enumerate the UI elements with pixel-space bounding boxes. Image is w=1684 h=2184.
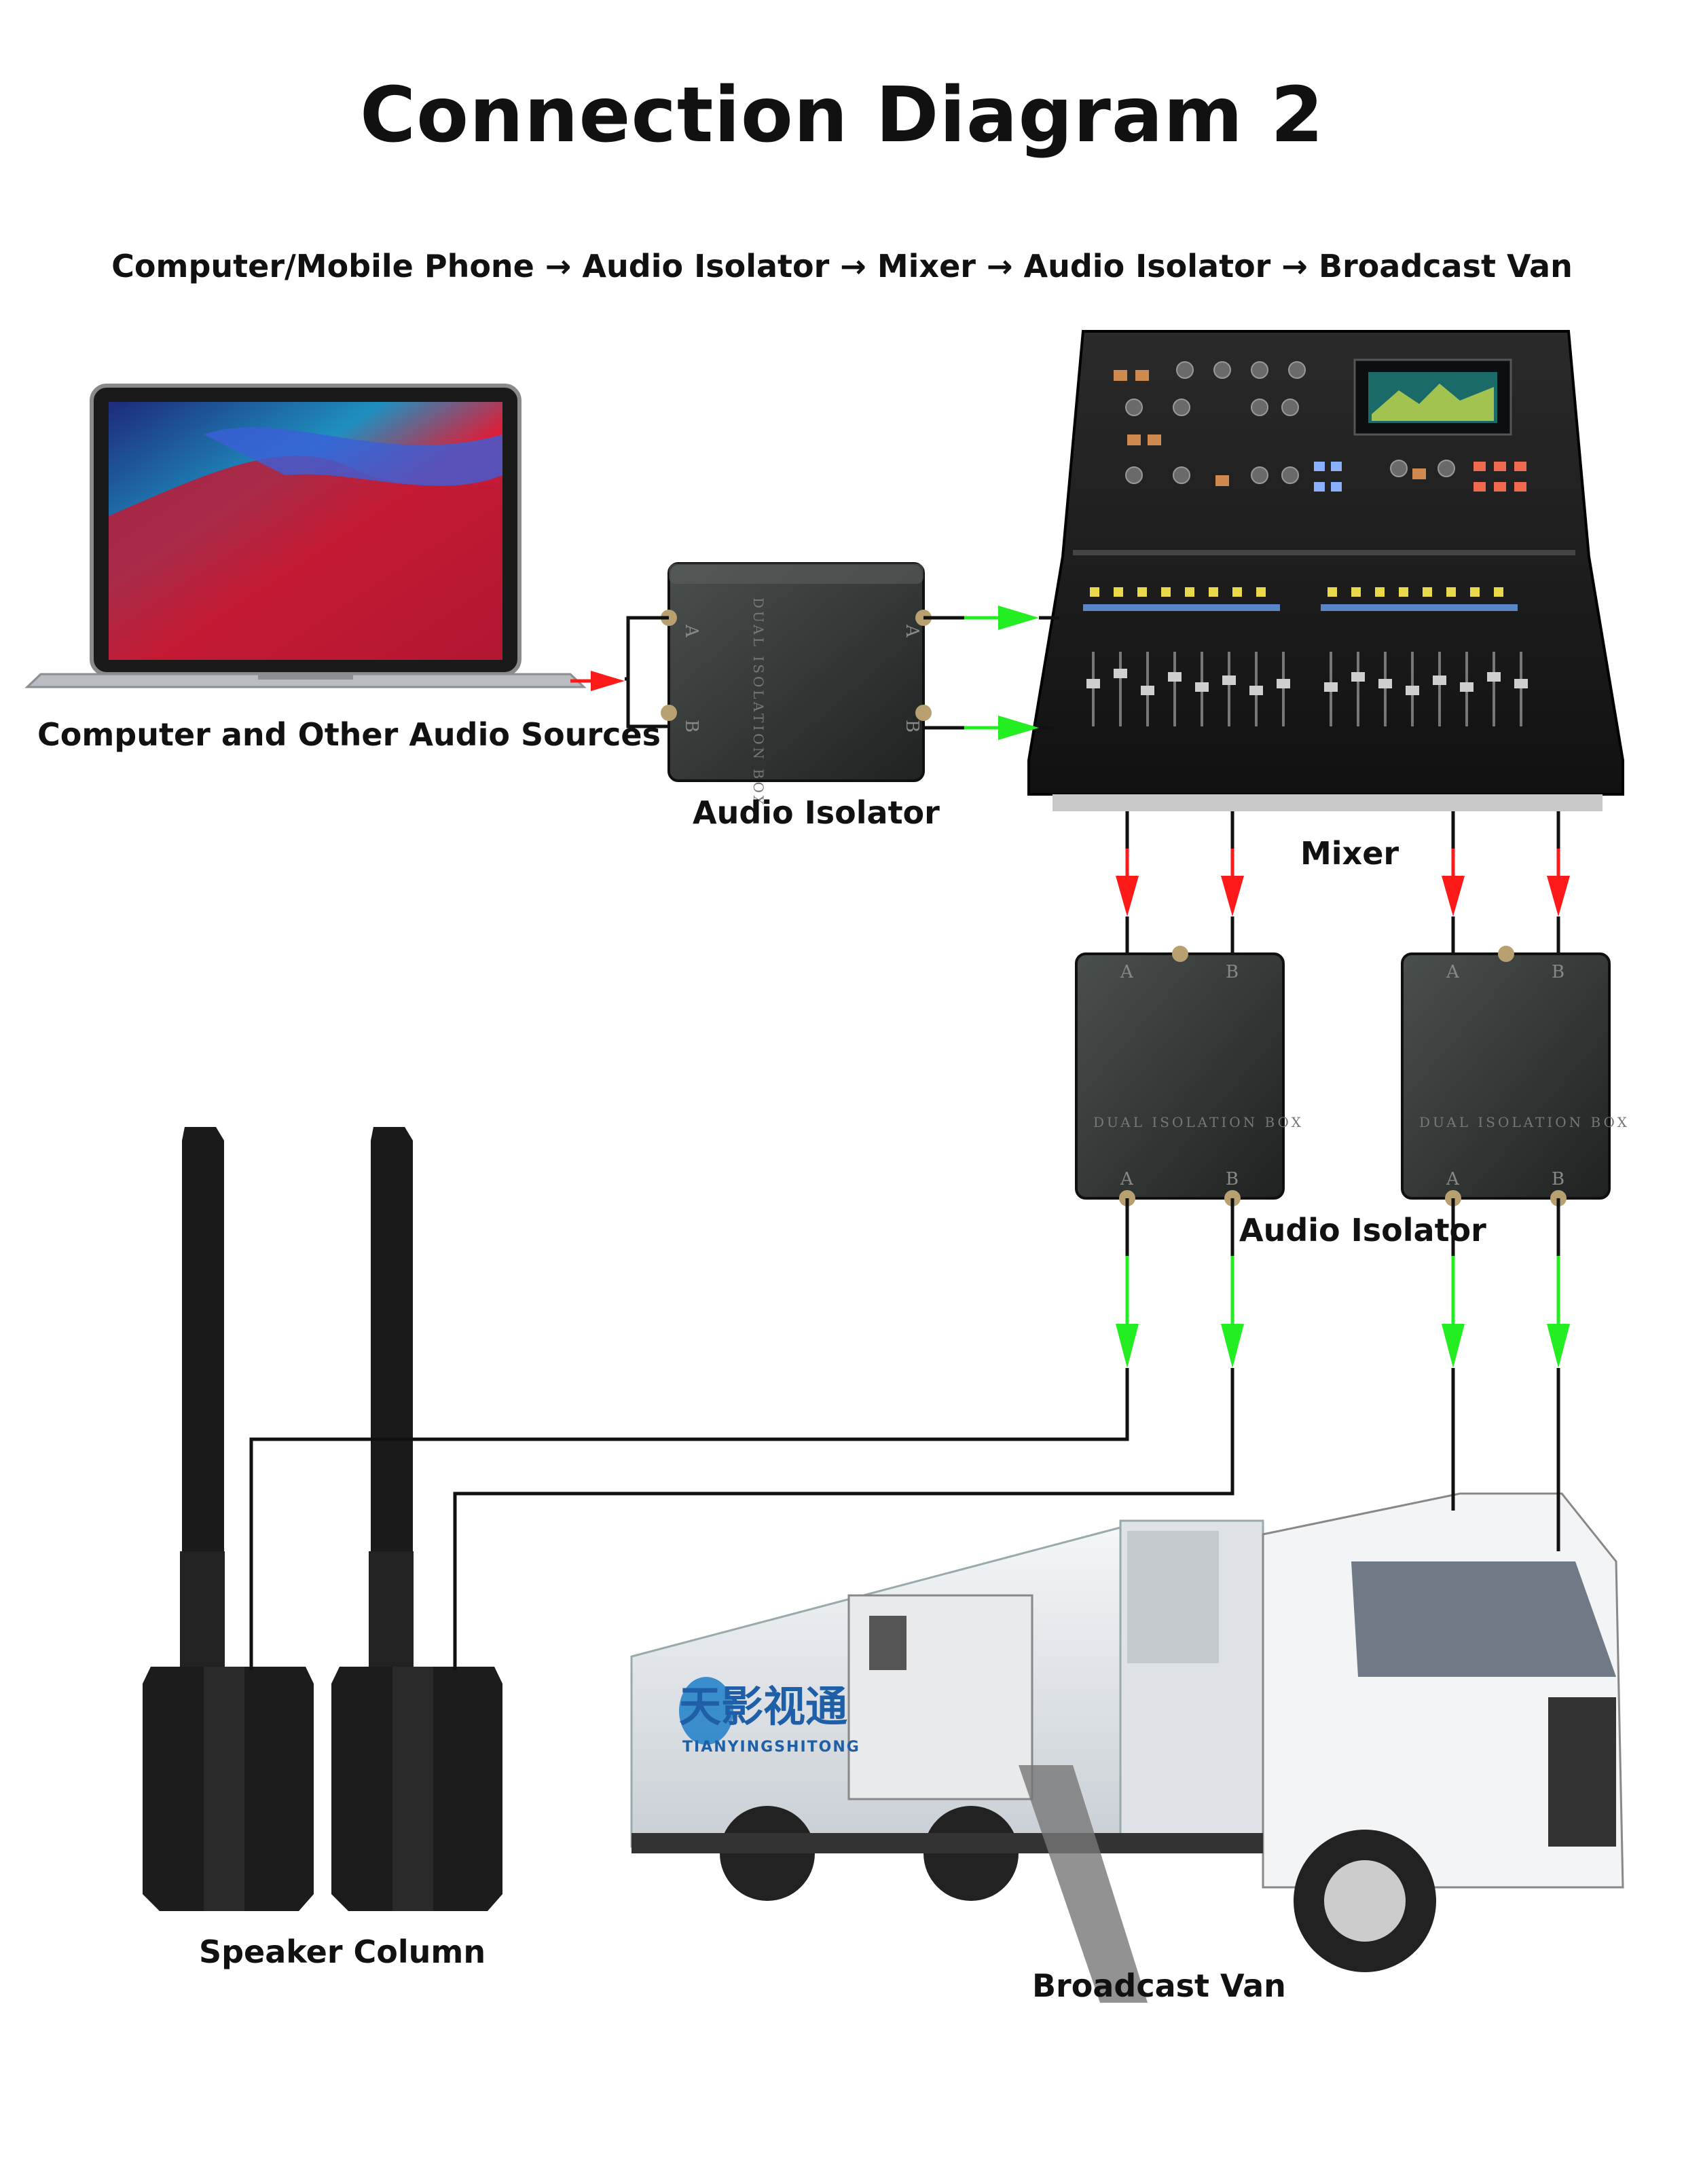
isolator-right-port-a: A <box>1446 1169 1460 1189</box>
isolator-box-name: DUAL ISOLATION BOX <box>750 597 767 808</box>
isolator-box-name-left: DUAL ISOLATION BOX <box>1093 1114 1304 1130</box>
arrow-green-isolator-out-4 <box>1547 1256 1570 1368</box>
audio-isolator-bottom-label: Audio Isolator <box>1239 1212 1486 1248</box>
isolator-right-top-b: B <box>1552 962 1564 982</box>
speaker-column-right <box>331 1127 502 1911</box>
isolator-left-port-a: A <box>1120 1169 1134 1189</box>
isolator-port-b-out: B <box>902 720 922 733</box>
isolator-left-top-a: A <box>1120 962 1134 982</box>
van-logo-cn: 天影视通 <box>679 1682 847 1731</box>
broadcast-van-label: Broadcast Van <box>1032 1967 1286 2004</box>
audio-isolator-top: DUAL ISOLATION BOX A B A B <box>661 562 932 808</box>
van-logo-icon <box>679 1677 733 1745</box>
isolator-port-b: B <box>681 720 701 733</box>
van-logo-en: TIANYINGSHITONG <box>682 1739 860 1756</box>
isolator-port-a: A <box>681 624 701 638</box>
isolator-port-a-out: A <box>902 624 922 638</box>
speaker-column-left <box>143 1127 314 1911</box>
signal-flow-subtitle: Computer/Mobile Phone → Audio Isolator →… <box>111 248 1573 284</box>
arrow-red-mixer-out-1 <box>1116 849 1139 917</box>
arrow-green-isolator-b-to-mixer <box>964 716 1052 740</box>
arrow-red-laptop-to-isolator <box>570 671 625 691</box>
computer-label: Computer and Other Audio Sources <box>37 716 661 753</box>
isolator-box-name-right: DUAL ISOLATION BOX <box>1419 1114 1630 1130</box>
cable-lines <box>249 616 1560 1670</box>
arrow-red-mixer-out-2 <box>1221 849 1244 917</box>
laptop-illustration <box>24 384 587 688</box>
audio-isolator-top-label: Audio Isolator <box>693 794 940 831</box>
digital-mixer-illustration <box>1027 330 1624 811</box>
arrow-green-isolator-out-3 <box>1442 1256 1465 1368</box>
isolator-left-port-b: B <box>1226 1169 1239 1189</box>
audio-isolator-bottom-right: DUAL ISOLATION BOX A B A B <box>1401 946 1630 1206</box>
page-title: Connection Diagram 2 <box>359 71 1325 160</box>
arrow-green-isolator-out-2 <box>1221 1256 1244 1368</box>
mixer-label: Mixer <box>1300 835 1399 872</box>
arrow-red-mixer-out-4 <box>1547 849 1570 917</box>
arrow-green-isolator-a-to-mixer <box>964 606 1059 630</box>
arrow-green-isolator-out-1 <box>1116 1256 1139 1368</box>
arrow-red-mixer-out-3 <box>1442 849 1465 917</box>
speaker-column-label: Speaker Column <box>199 1933 486 1970</box>
isolator-right-top-a: A <box>1446 962 1460 982</box>
broadcast-van-illustration: 天影视通 TIANYINGSHITONG <box>630 1492 1624 2003</box>
isolator-left-top-b: B <box>1226 962 1239 982</box>
isolator-right-port-b: B <box>1552 1169 1564 1189</box>
audio-isolator-bottom-left: DUAL ISOLATION BOX A B A B <box>1075 946 1304 1206</box>
